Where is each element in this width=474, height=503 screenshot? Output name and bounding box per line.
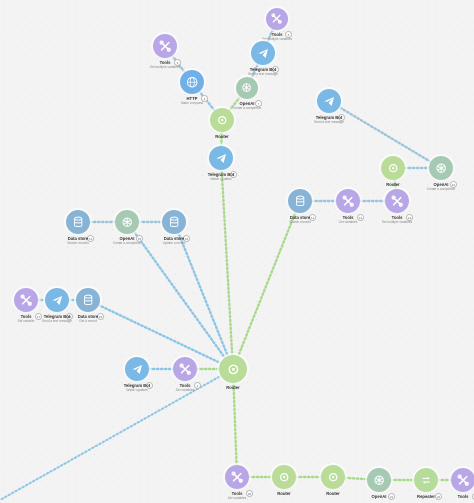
module-number-badge: 2: [194, 382, 201, 389]
telegram-icon: [324, 96, 334, 106]
wrench-icon: [342, 195, 354, 207]
telegram-icon: [52, 295, 62, 305]
connection-router_main-ds_b[interactable]: [172, 220, 235, 371]
module-router_main[interactable]: [219, 355, 247, 383]
connection-router_main-openai_mid[interactable]: [125, 220, 235, 371]
module-router_b1[interactable]: [272, 465, 296, 489]
connection-router_main-tg_mid[interactable]: [219, 156, 235, 371]
module-router_b2[interactable]: [321, 465, 345, 489]
wrench-icon: [179, 363, 191, 375]
router-icon: [217, 115, 227, 125]
openai-icon: [122, 217, 132, 227]
module-tools_b2[interactable]: [451, 468, 474, 492]
module-openai_mid[interactable]: [115, 210, 139, 234]
database-icon: [83, 294, 93, 305]
module-number-badge: 4: [201, 95, 208, 102]
wrench-icon: [391, 195, 403, 207]
module-number-badge: 8: [230, 171, 237, 178]
module-openai_b[interactable]: [367, 468, 391, 492]
router-icon: [388, 163, 398, 173]
module-number-badge: 1: [146, 382, 153, 389]
module-number-badge: 22: [435, 493, 442, 500]
module-number-badge: 17: [35, 313, 42, 320]
router-icon: [328, 472, 338, 482]
repeat-icon: [422, 476, 430, 484]
wrench-icon: [271, 13, 283, 25]
connection-openai_right-tg_right[interactable]: [327, 99, 443, 170]
module-tools_b[interactable]: [225, 465, 249, 489]
module-tg_right[interactable]: [317, 89, 341, 113]
openai-icon: [374, 475, 384, 485]
module-router_right[interactable]: [381, 156, 405, 180]
module-number-badge: 13: [406, 214, 413, 221]
module-tools_c[interactable]: [173, 357, 197, 381]
database-icon: [169, 216, 179, 227]
module-tools_l[interactable]: [14, 288, 38, 312]
module-number-badge: 15: [136, 235, 143, 242]
module-number-badge: 16: [183, 235, 190, 242]
module-number-badge: 20: [246, 490, 253, 497]
module-number-badge: 18: [66, 313, 73, 320]
module-ds_b[interactable]: [162, 210, 186, 234]
module-number-badge: 14: [87, 235, 94, 242]
module-ds_l[interactable]: [76, 288, 100, 312]
wrench-icon: [231, 471, 243, 483]
module-number-badge: 9: [338, 114, 345, 121]
wrench-icon: [20, 294, 32, 306]
router-icon: [228, 364, 238, 374]
module-number-badge: 12: [357, 214, 364, 221]
module-router_top[interactable]: [210, 108, 234, 132]
connection-router_main-tools_b[interactable]: [231, 367, 239, 479]
connection-offscreen[interactable]: [0, 368, 234, 501]
connection-router_main-ds_right[interactable]: [231, 199, 302, 371]
module-tools_r1[interactable]: [336, 189, 360, 213]
telegram-icon: [258, 48, 268, 58]
module-tools_r2[interactable]: [385, 189, 409, 213]
module-number-badge: 19: [97, 313, 104, 320]
module-repeater_b[interactable]: [414, 468, 438, 492]
openai-icon: [436, 163, 446, 173]
module-tg_mid[interactable]: [209, 146, 233, 170]
module-openai_top[interactable]: [236, 77, 258, 99]
module-number-badge: 10: [450, 181, 457, 188]
module-number-badge: 3: [174, 59, 181, 66]
module-tg_l[interactable]: [45, 288, 69, 312]
module-number-badge: 7: [255, 100, 262, 107]
module-ds_a[interactable]: [66, 210, 90, 234]
module-tools1[interactable]: [153, 34, 177, 58]
wrench-icon: [457, 474, 469, 486]
connection-router_main-ds_l[interactable]: [86, 298, 235, 371]
module-number-badge: 6: [272, 66, 279, 73]
module-number-badge: 11: [309, 214, 316, 221]
module-number-badge: 21: [388, 493, 395, 500]
wrench-icon: [159, 40, 171, 52]
module-tg_top[interactable]: [251, 41, 275, 65]
connections-layer: [0, 17, 465, 501]
telegram-icon: [132, 364, 142, 374]
module-http[interactable]: [180, 70, 204, 94]
globe-icon: [186, 76, 198, 88]
router-icon: [279, 472, 289, 482]
telegram-icon: [216, 153, 226, 163]
module-tg_trigger[interactable]: [125, 357, 149, 381]
module-ds_right[interactable]: [288, 189, 312, 213]
module-tools2[interactable]: [266, 8, 288, 30]
openai-icon: [242, 83, 252, 93]
module-openai_right[interactable]: [429, 156, 453, 180]
database-icon: [295, 195, 305, 206]
module-number-badge: 5: [285, 31, 292, 38]
database-icon: [73, 216, 83, 227]
